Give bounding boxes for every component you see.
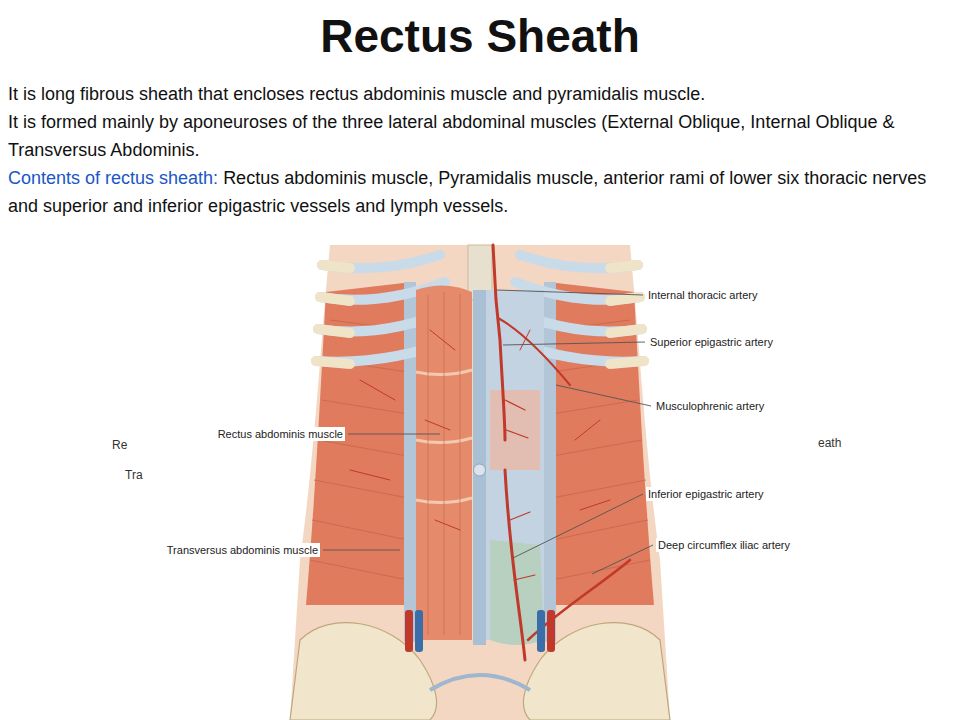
torso-skin	[290, 245, 670, 720]
muscle-label: Transversus abdominis muscle	[165, 543, 320, 557]
cropped-label: Re	[112, 438, 127, 452]
umbilicus	[474, 464, 486, 476]
slide-title: Rectus Sheath	[0, 8, 960, 64]
artery-label: Musculophrenic artery	[654, 399, 766, 413]
aponeurosis-right	[544, 282, 556, 642]
artery-label: Superior epigastric artery	[648, 335, 775, 349]
arteries	[350, 245, 630, 660]
body-text: It is long fibrous sheath that encloses …	[8, 80, 952, 220]
linea-alba	[473, 290, 486, 645]
femoral-artery-right	[547, 610, 555, 652]
artery-label: Deep circumflex iliac artery	[656, 538, 792, 552]
leader-lines	[323, 290, 653, 574]
femoral-artery-left	[405, 610, 413, 652]
cropped-label: eath	[818, 436, 841, 450]
rectus-fibres	[428, 292, 460, 635]
paragraph: Contents of rectus sheath:Rectus abdomin…	[8, 164, 952, 220]
femoral-vein-right	[537, 610, 545, 652]
pelvis-left	[290, 623, 437, 720]
artery-label: Inferior epigastric artery	[646, 487, 766, 501]
contents-heading: Contents of rectus sheath:	[8, 168, 218, 188]
paragraph: It is formed mainly by aponeuroses of th…	[8, 108, 952, 164]
rectus-abdominis-left	[416, 285, 472, 640]
rectus-remnant	[490, 390, 540, 470]
artery-label: Internal thoracic artery	[646, 288, 759, 302]
cropped-label: Tra	[125, 468, 143, 482]
femoral-vein-left	[415, 610, 423, 652]
paragraph: It is long fibrous sheath that encloses …	[8, 80, 952, 108]
inguinal-ligament	[430, 675, 530, 690]
muscle-label: Rectus abdominis muscle	[216, 427, 345, 441]
aponeurosis-left	[404, 282, 416, 642]
pelvis-right	[523, 623, 670, 720]
